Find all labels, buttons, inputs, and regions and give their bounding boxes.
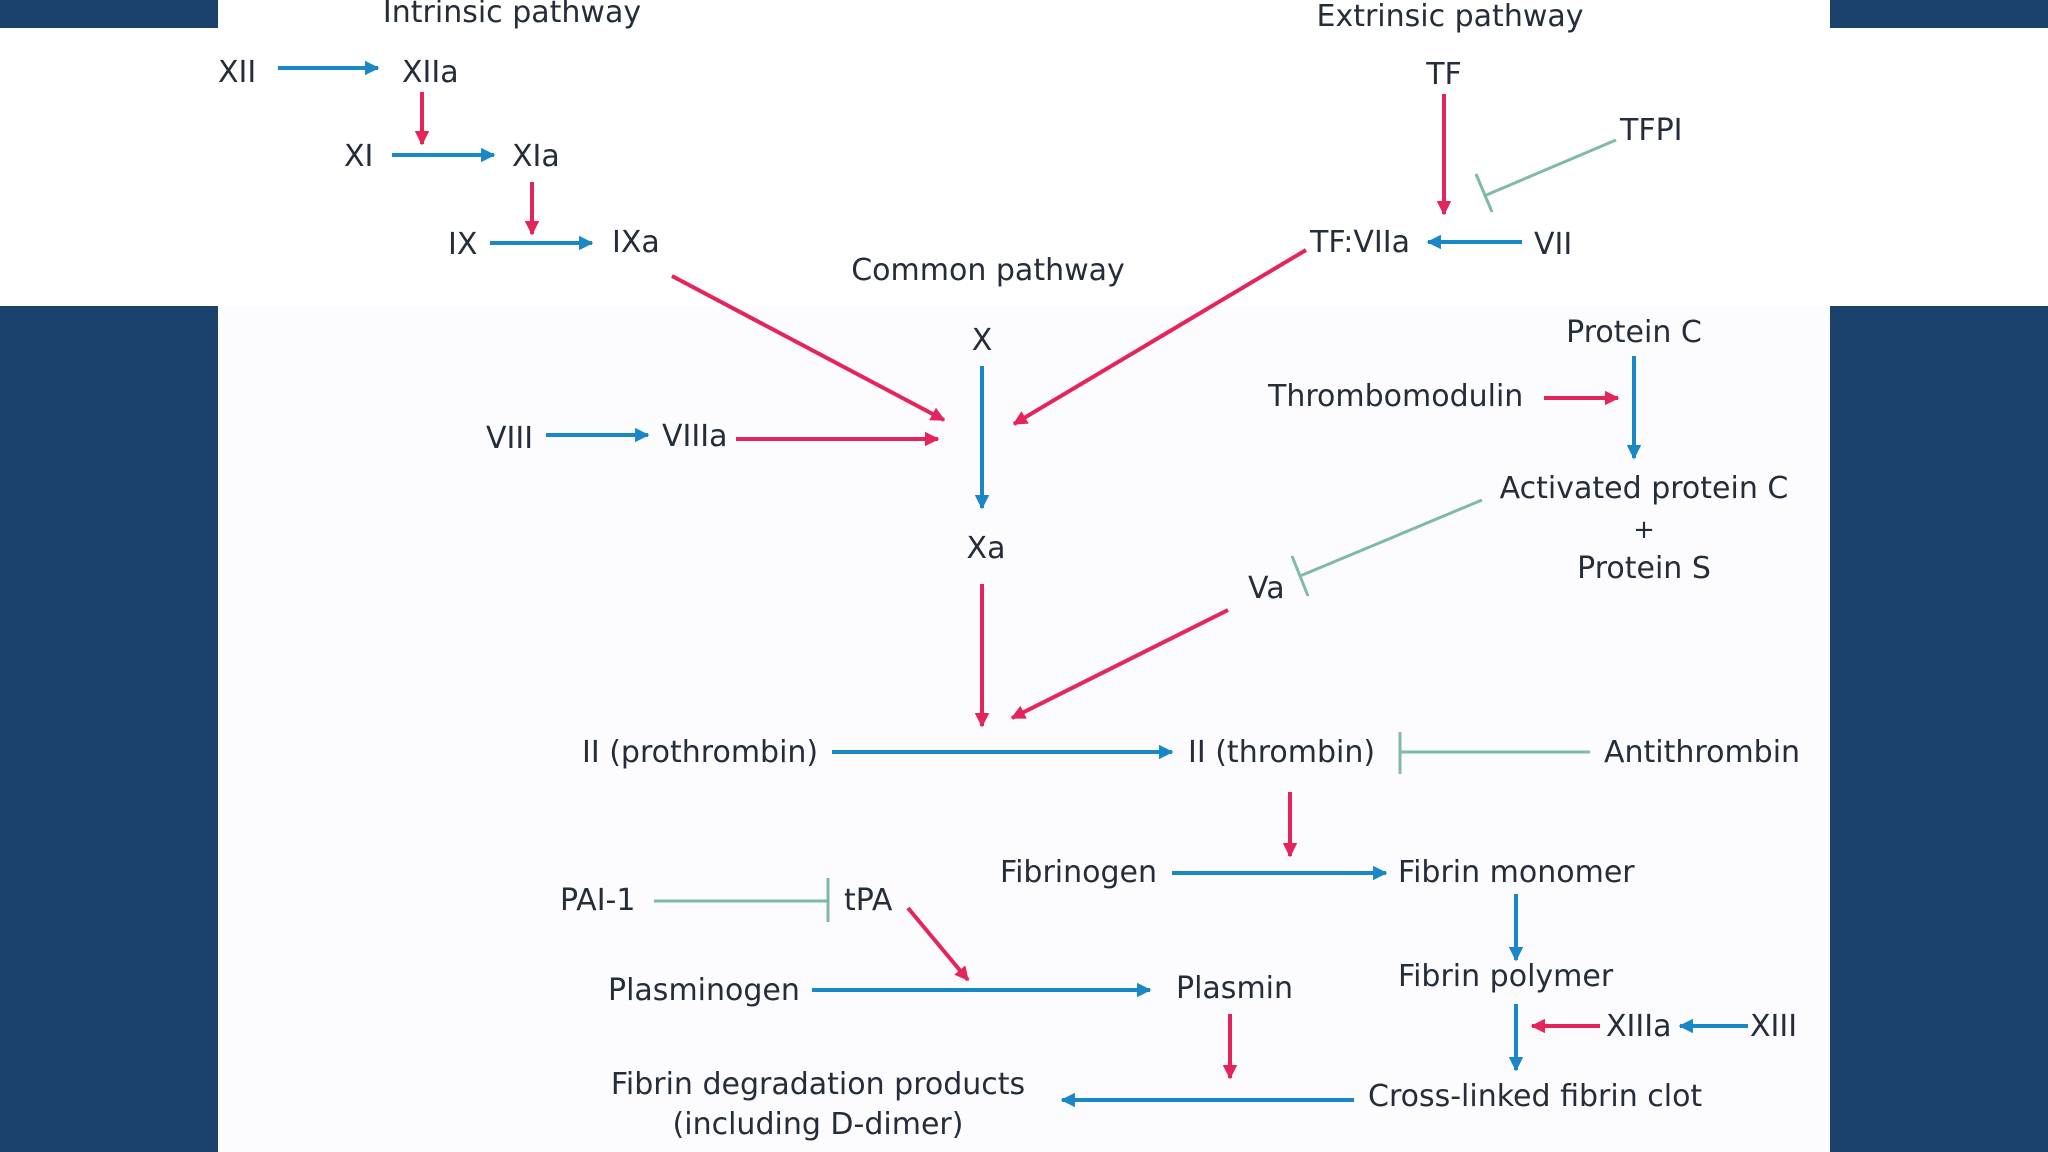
inhibition-lines <box>654 138 1617 922</box>
node-thrombomodulin: Thrombomodulin <box>1267 379 1523 414</box>
arrow-ixa-activates-x <box>671 274 946 422</box>
extrinsic-pathway-header: Extrinsic pathway <box>1316 0 1583 34</box>
node-fdp-line2: (including D-dimer) <box>673 1107 964 1142</box>
node-viiia: VIIIa <box>662 419 727 454</box>
node-xa: Xa <box>967 531 1006 566</box>
node-crosslinked-fibrin-clot: Cross-linked fibrin clot <box>1368 1079 1702 1114</box>
arrow-tpa-activates-plasminogen <box>906 906 970 982</box>
node-tf-viia: TF:VIIa <box>1309 225 1410 260</box>
node-fibrin-polymer: Fibrin polymer <box>1398 959 1614 994</box>
node-protein-s: Protein S <box>1577 551 1711 586</box>
inhibit-tfpi-tf-viia <box>1474 138 1617 213</box>
node-xiii: XIII <box>1750 1009 1797 1044</box>
node-tf: TF <box>1425 57 1462 92</box>
node-thrombin: II (thrombin) <box>1188 735 1375 770</box>
inhibit-antithrombin-thrombin <box>1398 732 1590 774</box>
conversion-arrows <box>278 60 1748 1108</box>
node-activated-protein-c: Activated protein C <box>1500 471 1789 506</box>
node-protein-c: Protein C <box>1566 315 1702 350</box>
node-fibrin-monomer: Fibrin monomer <box>1398 855 1635 890</box>
node-fibrinogen: Fibrinogen <box>1000 855 1157 890</box>
node-antithrombin: Antithrombin <box>1604 735 1800 770</box>
node-pai1: PAI-1 <box>560 883 635 918</box>
node-viii: VIII <box>486 421 533 456</box>
arrow-tf-viia-activates-x <box>1012 248 1308 426</box>
node-xii: XII <box>218 55 256 90</box>
node-plasminogen: Plasminogen <box>608 973 800 1008</box>
node-tfpi: TFPI <box>1619 113 1683 148</box>
node-fdp-line1: Fibrin degradation products <box>611 1067 1025 1102</box>
node-plasmin: Plasmin <box>1176 971 1293 1006</box>
node-va: Va <box>1248 571 1285 606</box>
node-prothrombin: II (prothrombin) <box>582 735 818 770</box>
node-vii: VII <box>1534 227 1572 262</box>
common-pathway-header: Common pathway <box>851 253 1125 288</box>
node-xiia: XIIa <box>402 55 459 90</box>
node-tpa: tPA <box>844 883 893 918</box>
inhibit-pai1-tpa <box>654 878 830 922</box>
node-xi: XI <box>344 139 373 174</box>
activation-arrows <box>414 92 1620 1080</box>
node-x: X <box>972 323 993 358</box>
inhibit-apc-va <box>1290 498 1483 597</box>
arrow-va-activates-prothrombin <box>1010 608 1229 720</box>
intrinsic-pathway-header: Intrinsic pathway <box>383 0 641 30</box>
node-ixa: IXa <box>612 225 660 260</box>
node-xia: XIa <box>512 139 560 174</box>
node-xiiia: XIIIa <box>1606 1009 1671 1044</box>
node-plus-sign: + <box>1633 515 1655 545</box>
node-ix: IX <box>448 227 477 262</box>
